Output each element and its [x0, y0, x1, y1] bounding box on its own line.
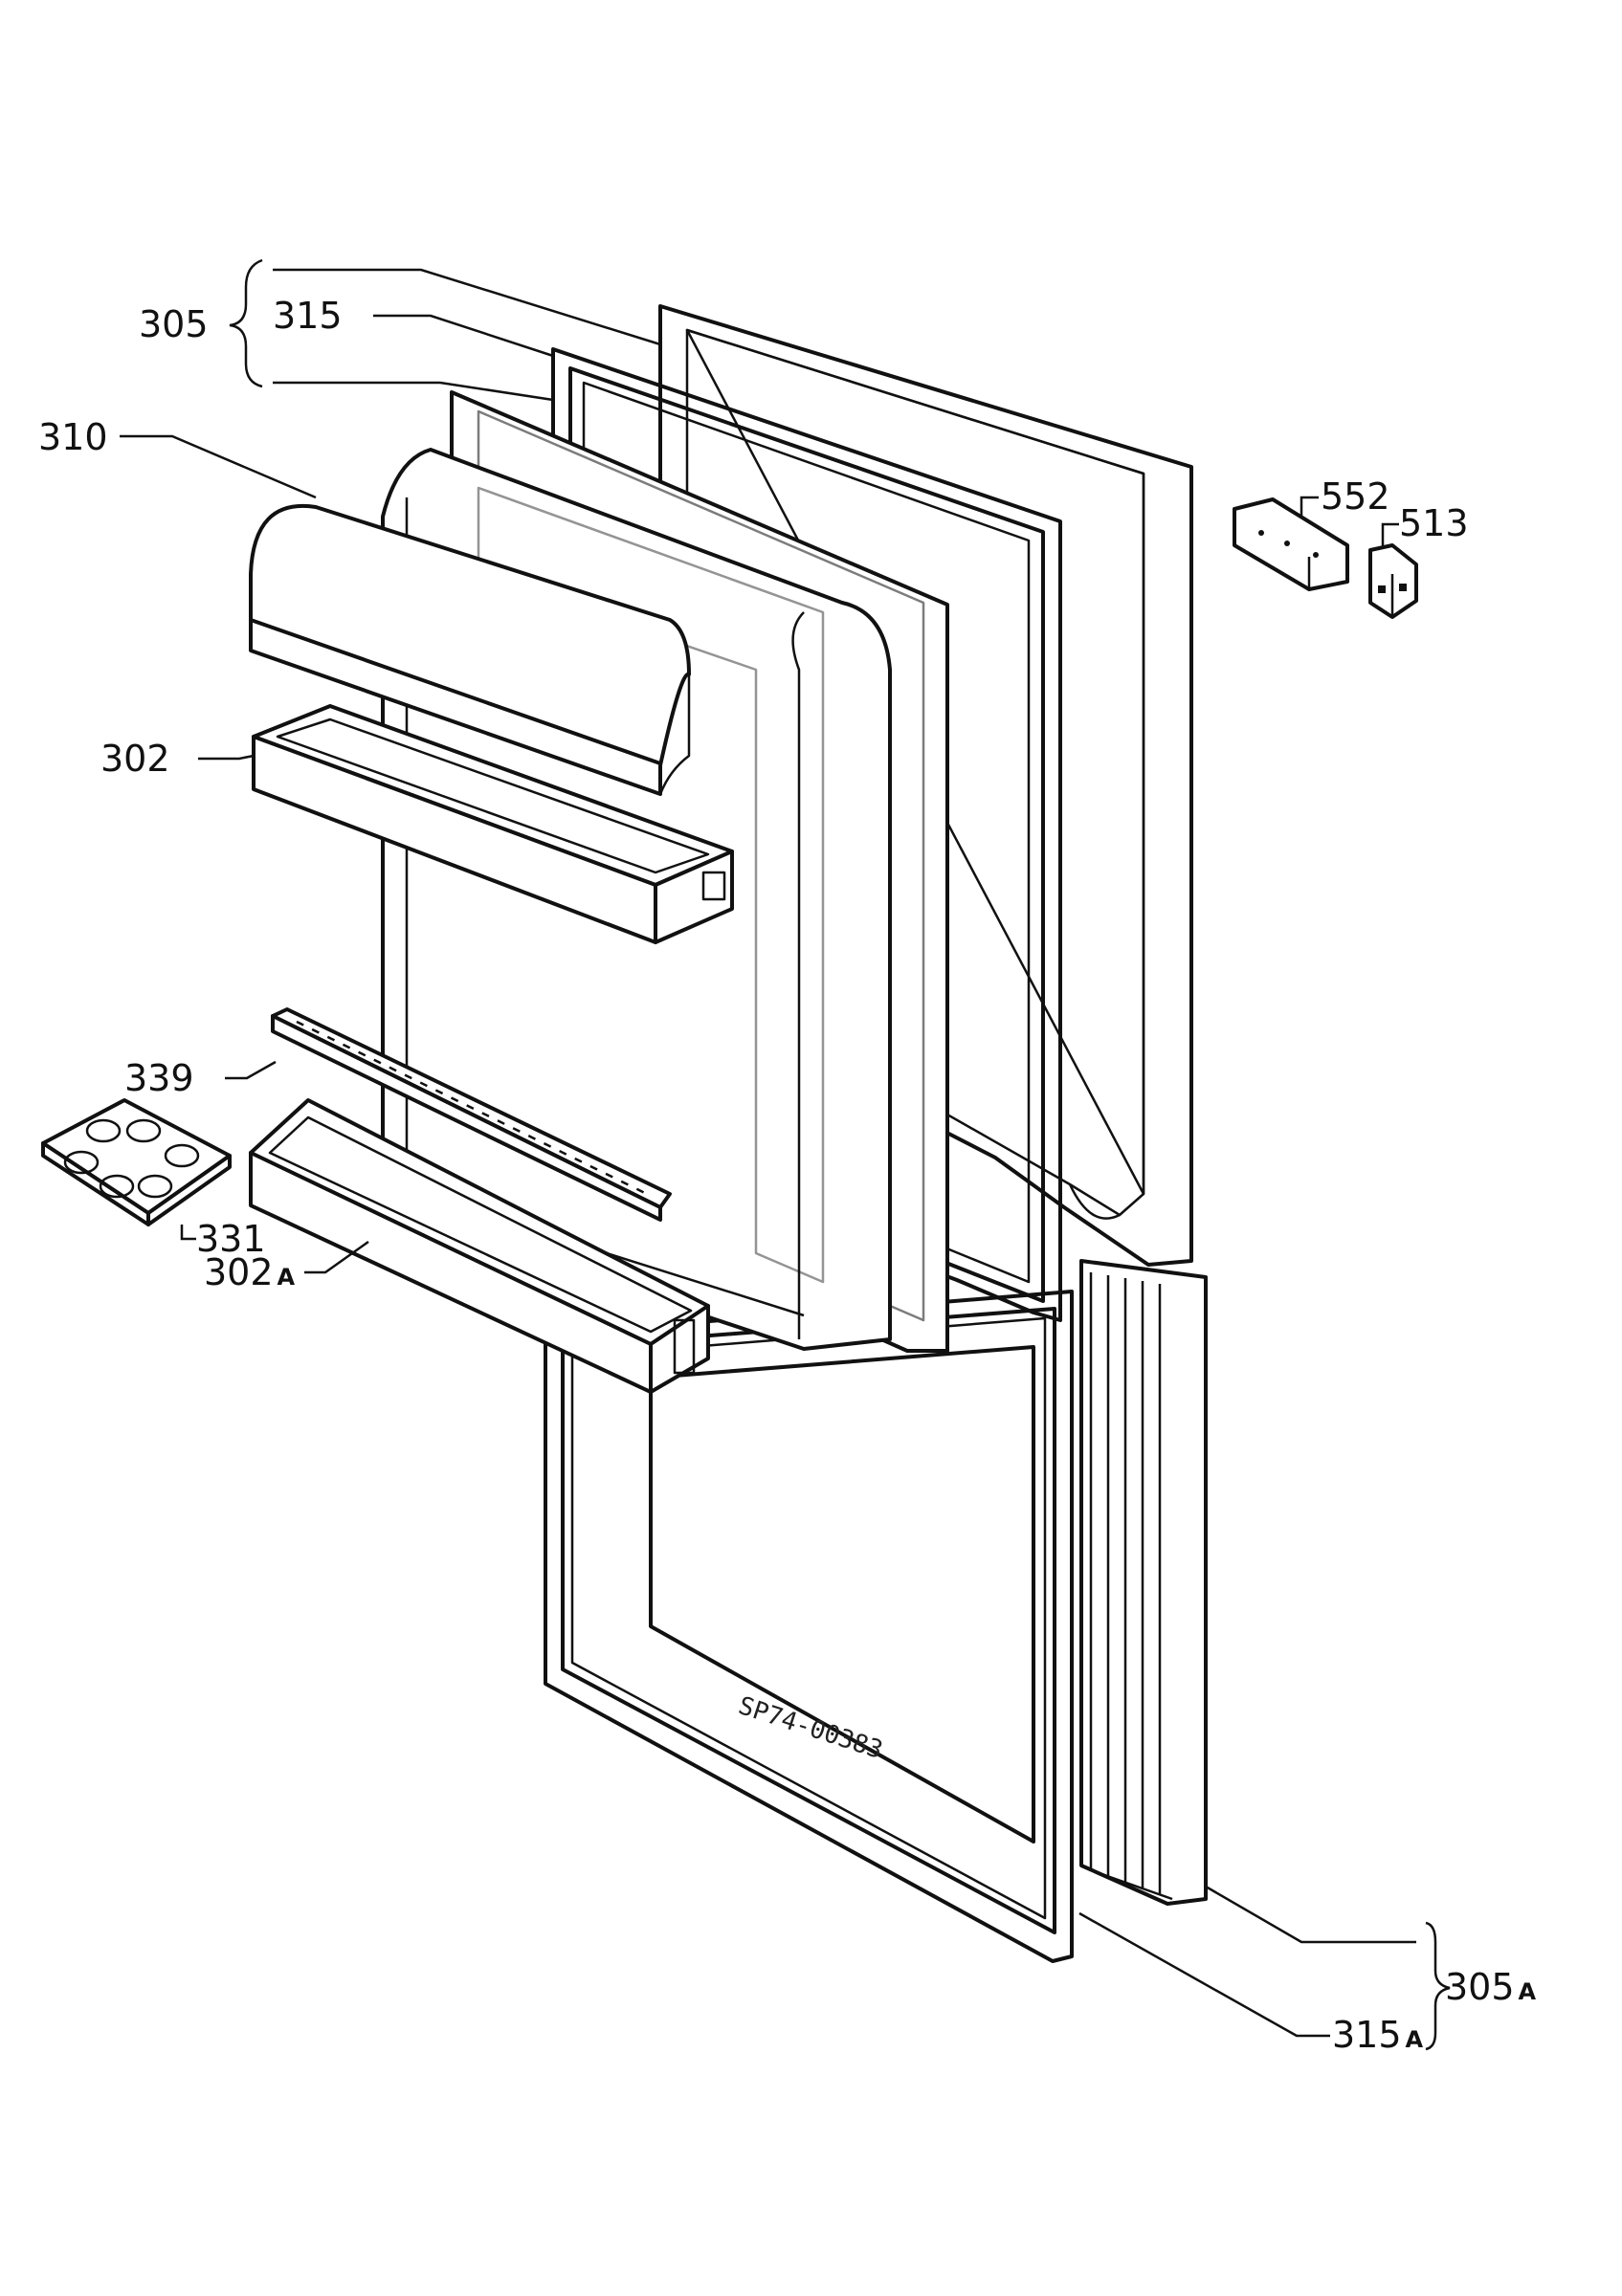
- leader-lines: [120, 258, 1451, 2051]
- top-shelf-cover: [249, 503, 691, 796]
- lower-door-gasket: SP74-00383: [544, 1290, 1074, 1963]
- hinge-plate-552: [1233, 497, 1349, 591]
- label-302: 302: [100, 738, 170, 780]
- label-513: 513: [1399, 502, 1469, 544]
- label-305: 305: [139, 303, 209, 345]
- lower-outer-door-panel: [1079, 1259, 1208, 1906]
- door-shelf-302: [252, 704, 734, 944]
- egg-tray-331: [41, 1098, 232, 1226]
- label-331: 331: [196, 1218, 266, 1260]
- label-339: 339: [124, 1057, 194, 1099]
- label-315: 315: [273, 295, 343, 337]
- door-bar-339: [271, 1007, 672, 1222]
- label-310: 310: [38, 416, 108, 458]
- label-552: 552: [1321, 475, 1390, 518]
- door-shelf-302a: [249, 1098, 710, 1394]
- hinge-bracket-513: [1368, 543, 1418, 619]
